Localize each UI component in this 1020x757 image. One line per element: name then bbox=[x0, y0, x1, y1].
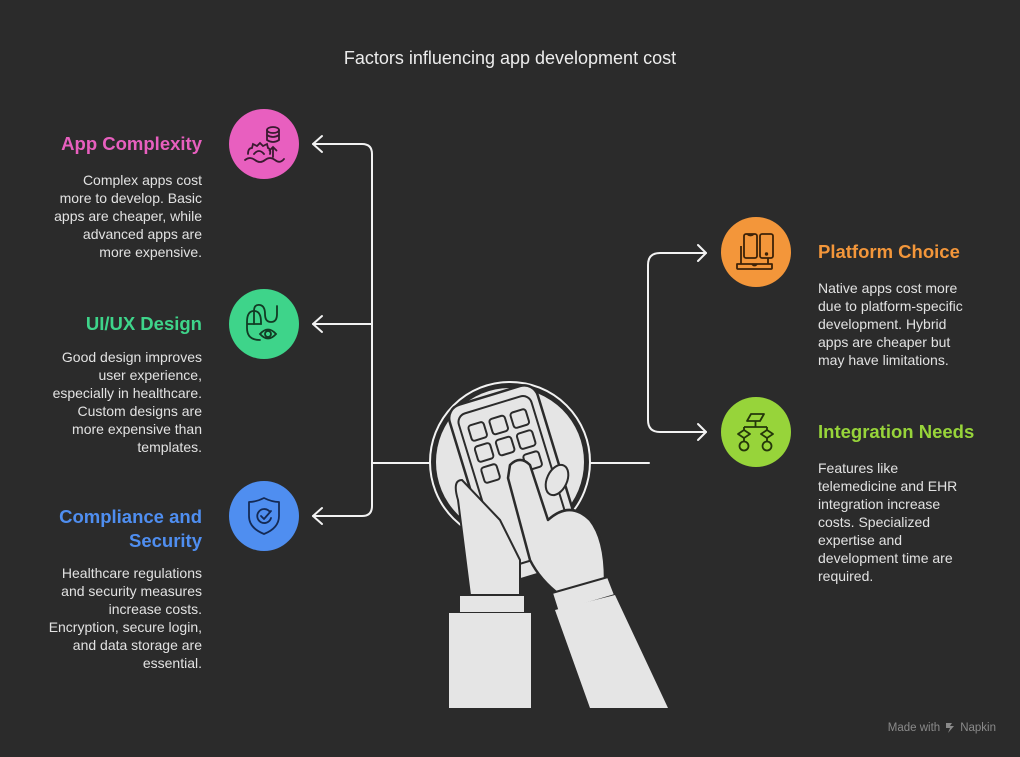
desc-line: essential. bbox=[142, 655, 202, 671]
platform-choice-heading: Platform Choice bbox=[818, 241, 960, 262]
desc-line: and security measures bbox=[61, 583, 202, 599]
desc-line: and data storage are bbox=[72, 637, 202, 653]
desc-line: Healthcare regulations bbox=[61, 565, 202, 581]
desc-line: required. bbox=[818, 568, 874, 584]
app-complexity-description: Complex apps cost more to develop. Basic… bbox=[10, 171, 202, 261]
desc-line: Native apps cost more bbox=[818, 280, 958, 296]
desc-line: more expensive than bbox=[72, 421, 202, 437]
app-complexity-badge bbox=[229, 109, 299, 179]
desc-line: advanced apps are bbox=[82, 226, 202, 242]
made-with-napkin-badge[interactable]: Made with Napkin bbox=[888, 722, 996, 734]
app-complexity-heading: App Complexity bbox=[61, 133, 202, 154]
desc-line: more to develop. Basic bbox=[59, 190, 202, 206]
platform-choice-badge bbox=[721, 217, 791, 287]
desc-line: Custom designs are bbox=[77, 403, 202, 419]
made-with-label: Made with bbox=[887, 722, 941, 734]
uiux-design-heading: UI/UX Design bbox=[85, 313, 202, 334]
mouse-eye-icon bbox=[246, 303, 278, 341]
desc-line: due to platform-specific bbox=[818, 298, 963, 314]
hands-holding-phone-icon bbox=[429, 381, 668, 708]
desc-line: integration increase bbox=[818, 496, 941, 512]
integration-needs-badge bbox=[721, 397, 791, 467]
napkin-logo-icon bbox=[946, 723, 955, 733]
heading-line: Compliance and bbox=[59, 506, 202, 527]
devices-icon bbox=[736, 233, 774, 270]
integration-needs-heading: Integration Needs bbox=[818, 421, 975, 442]
desc-line: apps are cheaper but bbox=[818, 334, 951, 350]
uiux-design-badge bbox=[229, 289, 299, 359]
flowchart-icon bbox=[737, 413, 774, 452]
desc-line: increase costs. bbox=[108, 601, 202, 617]
desc-line: may have limitations. bbox=[818, 352, 949, 368]
compliance-security-heading: Compliance and Security bbox=[20, 505, 202, 553]
desc-line: apps are cheaper, while bbox=[54, 208, 202, 224]
desc-line: especially in healthcare. bbox=[52, 385, 202, 401]
diagram-title: Factors influencing app development cost bbox=[343, 48, 677, 68]
desc-line: development time are bbox=[818, 550, 953, 566]
desc-line: expertise and bbox=[818, 532, 903, 548]
napkin-brand-label: Napkin bbox=[960, 722, 996, 734]
desc-line: costs. Specialized bbox=[818, 514, 931, 530]
database-gear-growth-icon bbox=[244, 126, 285, 163]
desc-line: Encryption, secure login, bbox=[48, 619, 202, 635]
desc-line: user experience, bbox=[98, 367, 202, 383]
desc-line: development. Hybrid bbox=[818, 316, 947, 332]
desc-line: templates. bbox=[137, 439, 202, 455]
compliance-security-badge bbox=[229, 481, 299, 551]
integration-needs-description: Features like telemedicine and EHR integ… bbox=[818, 459, 1018, 585]
desc-line: Features like bbox=[818, 460, 899, 476]
platform-choice-description: Native apps cost more due to platform-sp… bbox=[818, 279, 1018, 369]
desc-line: Complex apps cost bbox=[82, 172, 202, 188]
desc-line: more expensive. bbox=[99, 244, 202, 260]
uiux-design-description: Good design improves user experience, es… bbox=[10, 348, 202, 456]
compliance-security-description: Healthcare regulations and security meas… bbox=[10, 564, 202, 672]
heading-line: Security bbox=[128, 530, 202, 551]
desc-line: Good design improves bbox=[61, 349, 202, 365]
desc-line: telemedicine and EHR bbox=[818, 478, 958, 494]
shield-check-icon bbox=[248, 497, 280, 535]
